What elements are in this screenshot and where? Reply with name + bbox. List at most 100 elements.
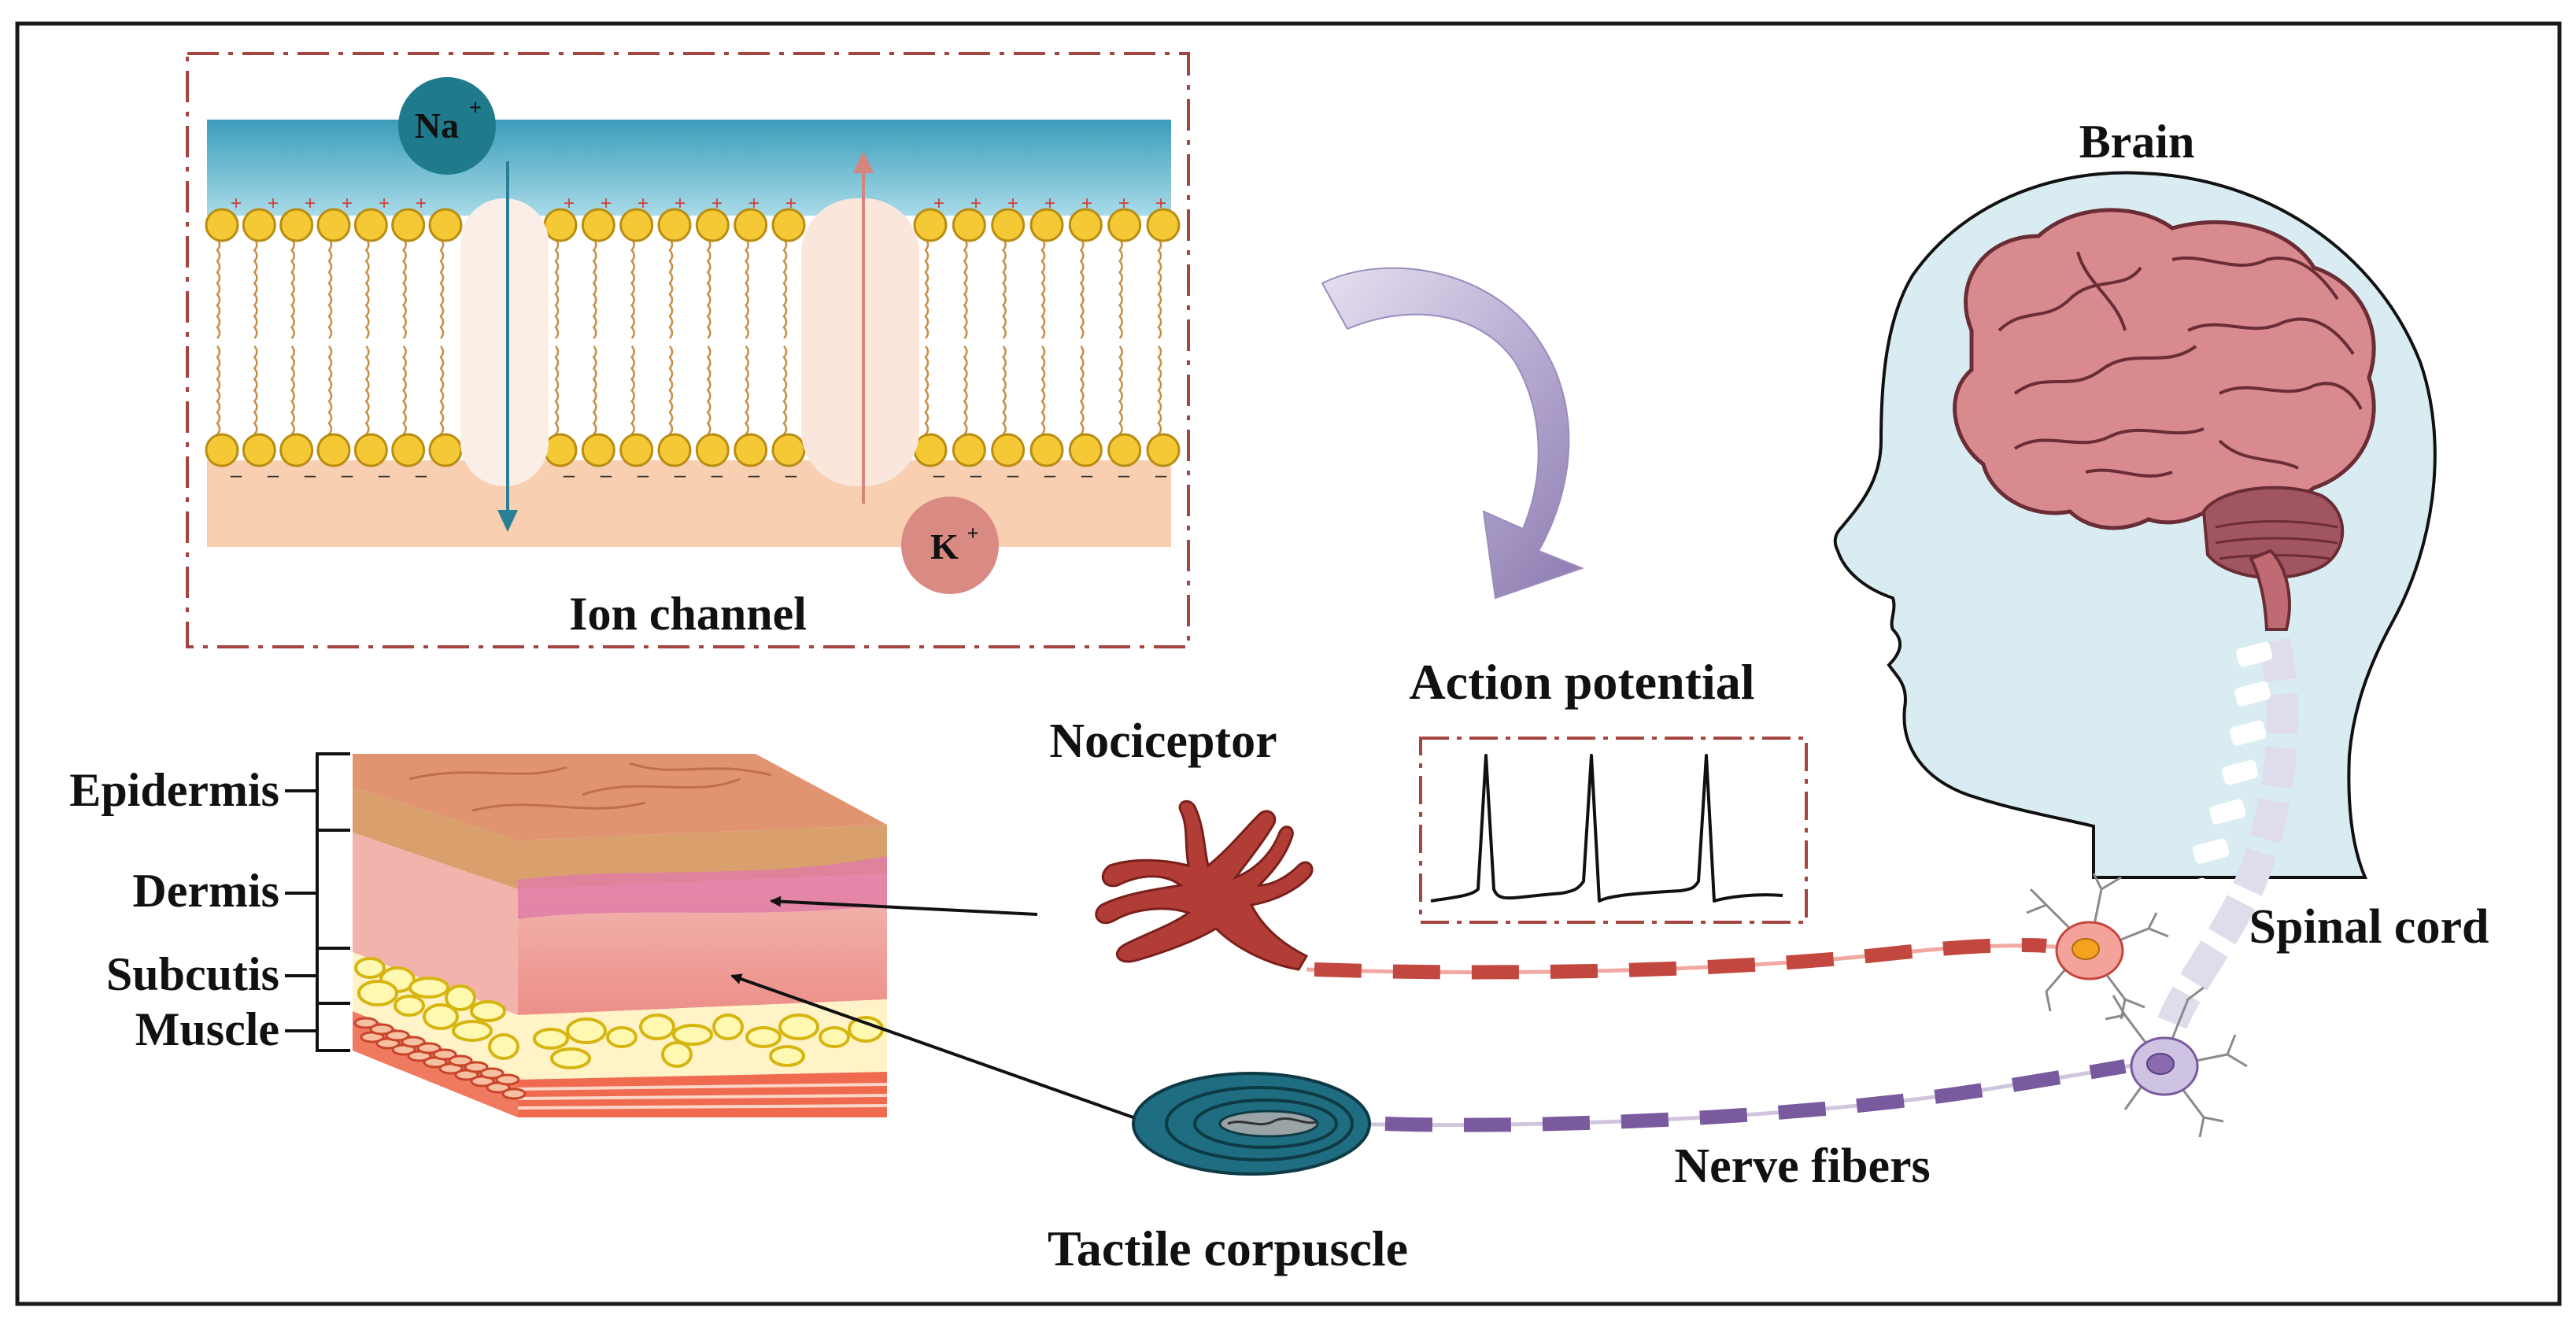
lipid-head-outer bbox=[353, 208, 388, 242]
lipid-head-inner bbox=[734, 433, 768, 467]
negative-charge: – bbox=[711, 463, 723, 486]
lipid-tail bbox=[554, 238, 560, 339]
lipid-tail bbox=[439, 238, 445, 339]
sodium-charge: + bbox=[469, 96, 482, 120]
skin-top-surface bbox=[353, 754, 887, 840]
lipid-tail bbox=[1157, 238, 1162, 339]
fat-cell bbox=[394, 995, 425, 1017]
nerve-fibers-label: Nerve fibers bbox=[1674, 1139, 1930, 1193]
brain-gyri bbox=[1998, 251, 2363, 478]
negative-charge: – bbox=[1007, 463, 1019, 486]
negative-charge: – bbox=[231, 463, 242, 486]
action-potential-box bbox=[1419, 737, 1808, 924]
lipid-head-inner bbox=[581, 433, 615, 467]
muscle-fiber bbox=[495, 1073, 520, 1086]
negative-charge: – bbox=[638, 463, 649, 486]
skin-front-epidermis bbox=[353, 787, 518, 889]
lipid-head-inner bbox=[1029, 433, 1064, 467]
lipid-head-outer bbox=[619, 208, 654, 242]
lipid-tail bbox=[253, 345, 258, 446]
sodium-channel bbox=[460, 198, 549, 486]
lipid-head-inner bbox=[695, 433, 730, 467]
fat-cell bbox=[848, 1016, 884, 1043]
vertebra bbox=[2222, 759, 2259, 785]
lipid-tail bbox=[706, 238, 711, 339]
vertebra bbox=[2209, 799, 2246, 825]
lipid-head-inner bbox=[657, 433, 692, 467]
pain-neuron-nucleus bbox=[2072, 938, 2100, 960]
positive-charge: + bbox=[638, 193, 649, 214]
positive-charge: + bbox=[711, 193, 723, 214]
lipid-tail bbox=[402, 345, 407, 446]
vertebra bbox=[2173, 877, 2210, 903]
lipid-head-inner bbox=[1068, 433, 1103, 467]
intracellular-space bbox=[207, 460, 1171, 547]
lipid-head-inner bbox=[543, 433, 578, 467]
muscle-fiber bbox=[353, 1017, 379, 1029]
lipid-tail bbox=[630, 345, 635, 446]
muscle-fiber bbox=[416, 1042, 442, 1054]
tactile-layer-1 bbox=[1165, 1086, 1354, 1161]
spinal-cord-label: Spinal cord bbox=[2249, 900, 2489, 954]
lipid-tail bbox=[290, 345, 295, 446]
muscle-fiber bbox=[401, 1036, 426, 1048]
lipid-bilayer bbox=[207, 216, 1171, 460]
fat-cell bbox=[452, 1020, 493, 1042]
ion-channel-dashed-box bbox=[186, 52, 1190, 648]
lipid-head-outer bbox=[1068, 208, 1103, 242]
negative-charge: – bbox=[305, 463, 316, 486]
tactile-corpuscle-label: Tactile corpuscle bbox=[1048, 1220, 1408, 1276]
lipid-tail bbox=[327, 238, 333, 339]
lipid-head-inner bbox=[391, 433, 426, 467]
positive-charge: + bbox=[416, 193, 427, 214]
muscle-fiber bbox=[385, 1029, 410, 1042]
lipid-tail bbox=[1157, 345, 1162, 446]
lipid-head-outer bbox=[991, 208, 1026, 242]
action-potential-label: Action potential bbox=[1409, 654, 1754, 710]
positive-charge: + bbox=[674, 193, 686, 214]
lipid-head-inner bbox=[279, 433, 314, 467]
fat-cell bbox=[606, 1026, 638, 1048]
sodium-ion bbox=[398, 77, 496, 175]
lipid-head-outer bbox=[205, 208, 239, 242]
action-potential-panel: Action potential bbox=[1409, 654, 1808, 924]
lipid-head-inner bbox=[353, 433, 388, 467]
positive-charge: + bbox=[305, 193, 316, 214]
nociceptor-group: Nociceptor bbox=[1049, 715, 1314, 971]
fat-cell bbox=[712, 1014, 744, 1040]
positive-charge: + bbox=[231, 193, 242, 214]
vertebra bbox=[2193, 838, 2230, 864]
negative-charge: – bbox=[1044, 463, 1056, 486]
membrane-charges: +–+–+–+–+–+–+–+–+–+–+–+–+–+–+–+–+–+–+–+– bbox=[231, 193, 1167, 486]
nerve-fibers: Nerve fibers bbox=[1306, 937, 2149, 1193]
fat-cell bbox=[769, 1045, 805, 1067]
positive-charge: + bbox=[1044, 193, 1055, 214]
positive-charge: + bbox=[748, 193, 759, 214]
nociceptor-pointer-arrow bbox=[770, 895, 1038, 916]
negative-charge: – bbox=[1081, 463, 1093, 486]
fat-cell bbox=[533, 1028, 569, 1050]
lipid-tail bbox=[963, 345, 968, 446]
lipid-tail bbox=[924, 345, 930, 446]
ion-channel-panel: +–+–+–+–+–+–+–+–+–+–+–+–+–+–+–+–+–+–+–+–… bbox=[186, 52, 1190, 648]
negative-charge: – bbox=[1118, 463, 1130, 486]
sodium-ion-label: Na bbox=[415, 105, 459, 146]
tactile-axon-terminal bbox=[1227, 1117, 1317, 1126]
lipid-tail bbox=[1040, 238, 1046, 339]
negative-charge: – bbox=[268, 463, 279, 486]
negative-charge: – bbox=[1155, 463, 1167, 486]
lipid-tail bbox=[745, 345, 749, 446]
action-potential-trace bbox=[1430, 754, 1783, 903]
touch-neuron-nucleus bbox=[2146, 1053, 2175, 1075]
lipid-head-outer bbox=[913, 208, 948, 242]
lipid-tail bbox=[402, 238, 407, 339]
muscle-stripes bbox=[517, 1083, 888, 1110]
lipid-tail bbox=[253, 238, 258, 339]
cerebrum bbox=[1953, 208, 2376, 530]
lipid-tail bbox=[782, 345, 788, 446]
negative-charge: – bbox=[564, 463, 575, 486]
lipid-head-inner bbox=[1146, 433, 1181, 467]
muscle-fiber bbox=[369, 1023, 394, 1036]
fat-cell bbox=[819, 1026, 850, 1048]
